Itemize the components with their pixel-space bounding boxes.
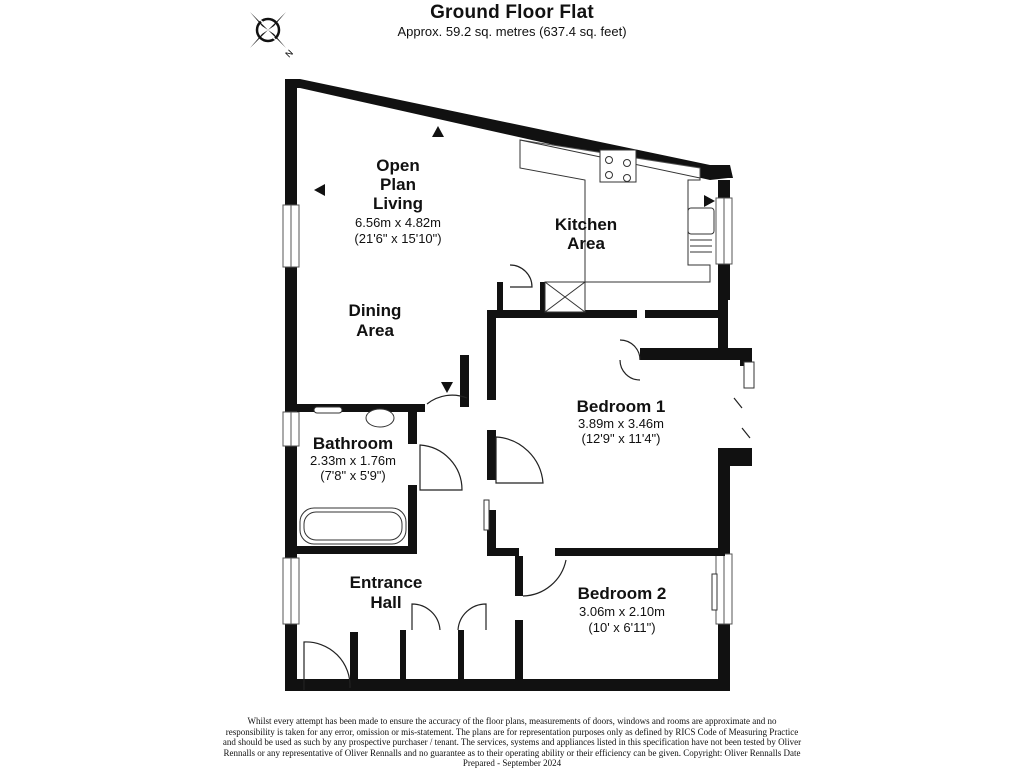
- room-label-bedroom2: Bedroom 2 3.06m x 2.10m (10' x 6'11"): [578, 584, 667, 635]
- svg-text:6.56m x 4.82m: 6.56m x 4.82m: [355, 215, 441, 230]
- svg-text:3.06m x 2.10m: 3.06m x 2.10m: [579, 604, 665, 619]
- svg-text:(21'6" x 15'10"): (21'6" x 15'10"): [354, 231, 441, 246]
- svg-text:Entrance: Entrance: [350, 573, 423, 592]
- svg-text:2.33m x 1.76m: 2.33m x 1.76m: [310, 453, 396, 468]
- header: Ground Floor Flat Approx. 59.2 sq. metre…: [0, 0, 1024, 44]
- disclaimer-text: Whilst every attempt has been made to en…: [222, 716, 802, 769]
- svg-text:Kitchen: Kitchen: [555, 215, 617, 234]
- doors: [303, 264, 751, 690]
- plan-area-subtitle: Approx. 59.2 sq. metres (637.4 sq. feet): [397, 24, 627, 39]
- arrows: [314, 126, 715, 393]
- kitchen-fittings: [519, 139, 715, 313]
- svg-text:Plan: Plan: [380, 175, 416, 194]
- svg-text:(10' x 6'11"): (10' x 6'11"): [588, 620, 655, 635]
- basin-icon: [365, 408, 395, 428]
- svg-text:Hall: Hall: [370, 593, 401, 612]
- compass-icon: N: [250, 12, 295, 59]
- svg-text:Bathroom: Bathroom: [313, 434, 393, 453]
- svg-text:Living: Living: [373, 194, 423, 213]
- arrow-right-icon: [704, 195, 715, 207]
- radiators: [483, 361, 755, 611]
- room-label-living: Open Plan Living 6.56m x 4.82m (21'6" x …: [354, 156, 441, 246]
- plan-title: Ground Floor Flat: [430, 2, 594, 23]
- arrow-left-icon: [314, 184, 325, 196]
- svg-text:3.89m x 3.46m: 3.89m x 3.46m: [578, 416, 664, 431]
- svg-text:Open: Open: [376, 156, 419, 175]
- room-label-kitchen: Kitchen Area: [555, 215, 617, 253]
- room-label-dining: Dining Area: [349, 301, 402, 340]
- arrow-down-icon: [441, 382, 453, 393]
- svg-text:Area: Area: [356, 321, 394, 340]
- room-label-bathroom: Bathroom 2.33m x 1.76m (7'8" x 5'9"): [310, 434, 396, 483]
- svg-text:Bedroom 1: Bedroom 1: [577, 397, 666, 416]
- towel-rail-icon: [313, 406, 343, 414]
- svg-text:Bedroom 2: Bedroom 2: [578, 584, 667, 603]
- bathroom-fittings: [299, 406, 407, 545]
- arrow-up-icon: [432, 126, 444, 137]
- svg-text:(12'9" x 11'4"): (12'9" x 11'4"): [582, 431, 661, 446]
- compass-north-label: N: [283, 48, 295, 60]
- svg-text:(7'8" x 5'9"): (7'8" x 5'9"): [320, 468, 386, 483]
- svg-text:Area: Area: [567, 234, 605, 253]
- room-label-hall: Entrance Hall: [350, 573, 423, 612]
- room-label-bedroom1: Bedroom 1 3.89m x 3.46m (12'9" x 11'4"): [577, 397, 666, 446]
- interior-walls: [297, 282, 725, 684]
- kitchen-sink-icon: [687, 207, 715, 235]
- svg-text:Dining: Dining: [349, 301, 402, 320]
